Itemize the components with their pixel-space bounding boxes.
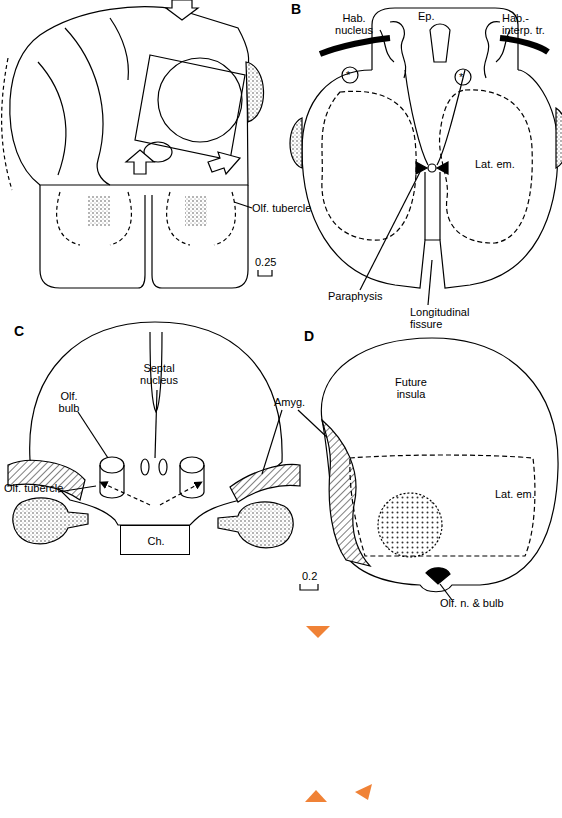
orange-arrow [305,790,327,802]
paraphysis-circle [428,164,436,172]
leader-line [360,172,420,290]
region-outline: Lat. em. [435,88,535,246]
asterisk-circle [455,69,471,85]
inset-frame [135,55,245,160]
brain-outline [372,8,518,70]
leader-line [234,202,252,208]
stippled-ear [246,62,264,122]
node-label: Lat. em. [475,158,515,170]
stippled-patch [88,196,110,226]
olfactory-lobe [152,185,248,288]
part-label: * [346,69,350,81]
dotted-region [378,493,442,557]
brain-outline [302,70,558,288]
orange-arrow [355,784,372,800]
cut-edge [2,58,12,190]
dashed-outline [350,455,535,556]
dashed-outline [440,90,533,243]
epiphysis [430,24,450,62]
part-label: Olf. tubercle [4,482,64,494]
part-label: Future insula [384,376,438,400]
olf-bulb-cylinder [100,457,124,473]
part-label: 0.25 [255,256,276,268]
stippled-ear [556,108,562,168]
node-label: Ch. [121,535,191,547]
scale-bar [300,584,318,590]
brain-outline [321,338,558,592]
hatched-region [8,460,85,500]
olf-bulb-cylinder [100,465,124,498]
dashed-arrow [100,482,150,505]
inset-circle [158,58,242,142]
dashed-arrow [160,482,202,505]
habenula-shape [380,22,406,78]
arrow-head [416,162,427,174]
region-outline: Lat. em. [345,452,540,560]
part-label: Septal nucleus [134,362,184,386]
view-arrow [208,152,240,174]
part-label: Olf. n. & bulb [440,597,504,609]
olf-nerve [426,568,450,584]
panel-letter: C [14,325,24,337]
region-outline-svg [345,452,540,560]
stippled-lobe [218,502,293,548]
cortex-fold [110,18,128,80]
dashed-region [167,192,236,245]
part-label: * [459,71,463,83]
part-label: Hab.- interp. tr. [502,12,546,36]
part-label: Olf. tubercle [252,202,311,214]
scale-bar [258,270,272,276]
leader-line [58,486,96,492]
septal-nucleus [159,459,167,475]
node-label: Lat. em. [495,488,535,500]
dashed-region [57,192,132,245]
dashed-region [322,91,416,240]
leader-line [262,410,282,474]
tract-band [320,38,390,54]
olfactory-lobe [40,185,145,288]
view-arrow [126,150,154,174]
part-label: Amyg. [274,396,305,408]
leader-line [155,390,157,458]
septal-nucleus [141,459,149,475]
stippled-lobe [13,498,88,544]
part-label: Hab. nucleus [328,12,380,36]
chiasm-box: Ch. [120,525,190,555]
asterisk-circle [342,67,358,83]
leader-line [428,260,432,305]
part-label: Longitudinal fissure [410,306,490,330]
hatched-region [322,420,370,566]
orange-arrow [306,626,330,638]
part-label: Olf. bulb [52,390,86,414]
olf-bulb-cylinder [180,465,204,498]
part-label: Paraphysis [328,290,382,302]
stippled-patch [185,196,207,226]
leader-line [78,412,108,458]
midline [405,70,465,240]
part-label: 0.2 [302,570,317,582]
view-arrow [166,0,198,20]
part-label: Ep. [418,10,435,22]
olf-bulb-cylinder [180,457,204,473]
tract-band [500,38,548,52]
cortex-fold [38,62,66,175]
stippled-ear [290,118,302,168]
panel-letter: D [304,330,314,342]
hatched-region [230,464,300,502]
cortex-fold [65,28,110,185]
panel-letter: B [291,3,301,15]
brain-outline [10,7,249,185]
